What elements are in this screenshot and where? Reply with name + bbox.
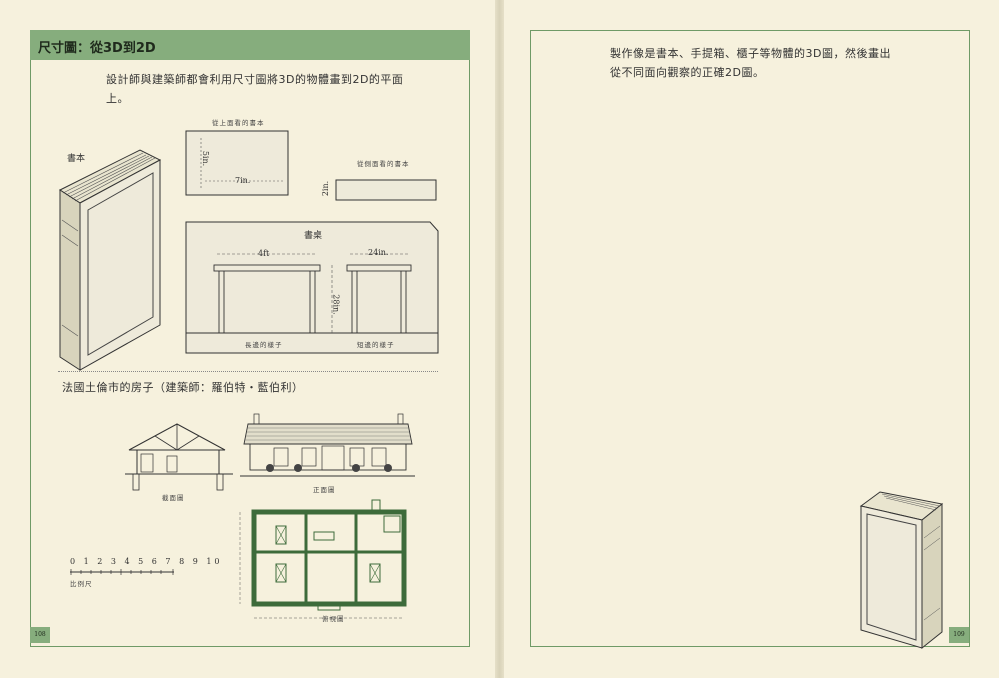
intro-paragraph: 設計師與建築師都會利用尺寸圖將3D的物體畫到2D的平面上。 <box>106 73 404 105</box>
side-view-label: 從側面看的書本 <box>357 160 410 168</box>
scale-label: 比例尺 <box>70 580 93 588</box>
long-side-label: 長邊的樣子 <box>245 341 283 349</box>
dim-2in: 2in. <box>321 180 331 197</box>
book-gutter <box>495 0 504 678</box>
dim-5in: 5in. <box>201 150 211 167</box>
scale-numbers: 0 1 2 3 4 5 6 7 8 9 10 <box>70 557 223 566</box>
house-front-drawing <box>240 413 415 477</box>
desk-label: 書桌 <box>304 231 323 241</box>
plan-label: 俯視圖 <box>322 615 345 623</box>
short-side-label: 短邊的樣子 <box>357 341 395 349</box>
page-number-left: 108 <box>30 627 50 643</box>
book-label: 書本 <box>67 154 86 164</box>
desk-drawing <box>185 221 439 354</box>
book-3d-illustration <box>58 149 162 371</box>
dim-24in: 24in. <box>368 248 389 257</box>
book-3d-illustration-right <box>859 491 944 650</box>
right-page-text: 製作像是書本、手提箱、櫃子等物體的3D圖，然後畫出從不同面向觀察的正確2D圖。 <box>610 47 891 79</box>
book-top-view <box>185 130 289 196</box>
dim-4ft: 4ft <box>258 249 270 258</box>
dim-28in: 28in. <box>331 294 341 315</box>
section-label: 截面圖 <box>162 494 185 502</box>
page-number-right: 109 <box>949 627 969 643</box>
top-view-label: 從上面看的書本 <box>212 119 265 127</box>
book-side-view <box>335 179 437 201</box>
section-divider <box>58 371 438 372</box>
page-heading: 尺寸圖：從3D到2D <box>38 41 156 56</box>
right-page-frame <box>530 30 970 647</box>
house-section-drawing <box>125 423 233 491</box>
front-label: 正面圖 <box>313 486 336 494</box>
scale-bar <box>70 569 174 575</box>
dim-7in: 7in. <box>235 176 251 185</box>
heading-bar <box>30 30 470 60</box>
house-caption: 法國土倫市的房子（建築師：羅伯特・藍伯利） <box>62 381 304 394</box>
house-plan-drawing <box>239 499 407 619</box>
